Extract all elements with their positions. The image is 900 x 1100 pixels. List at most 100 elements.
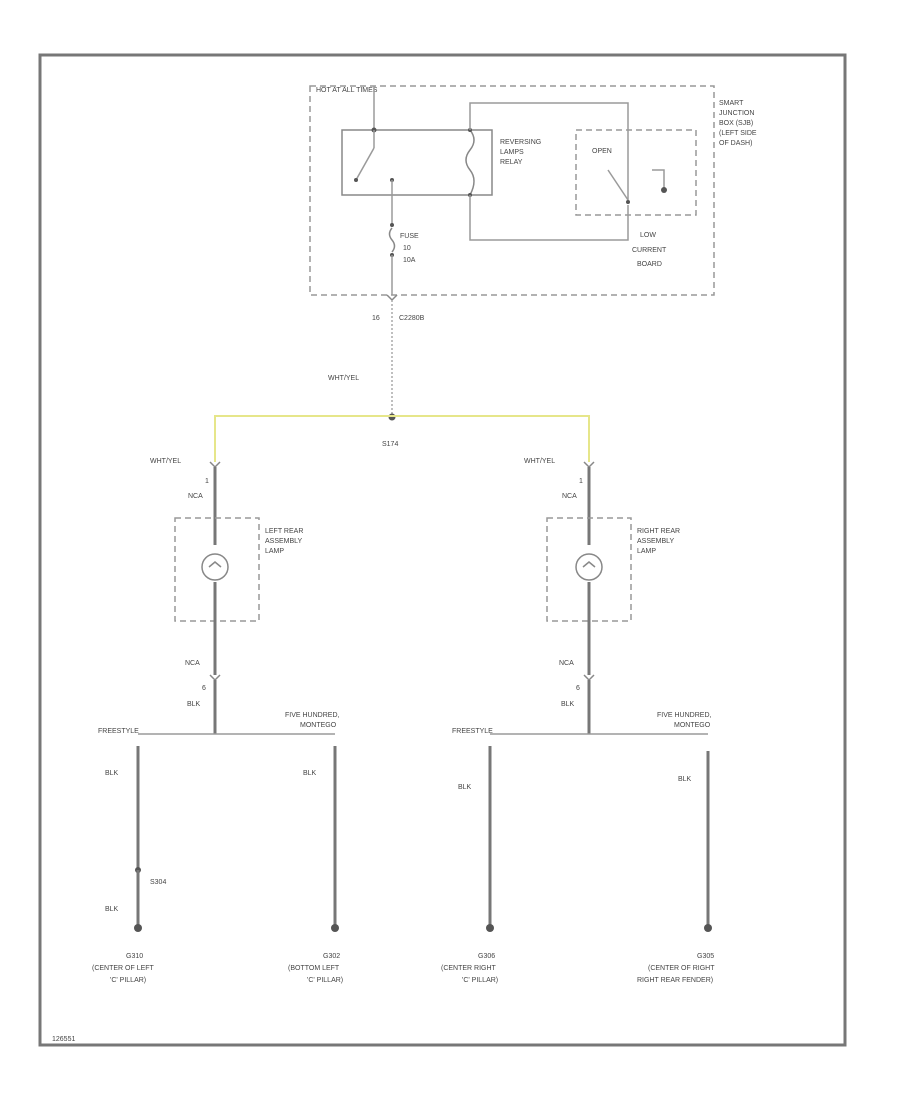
fuse-terminal-top [390,223,394,227]
left-model-a: FREESTYLE [98,728,139,735]
left-connector-out-symbol [209,674,221,682]
right-model-b-2: MONTEGO [674,722,711,729]
connector-id: C2280B [399,315,425,322]
ground-g310-location-2: 'C' PILLAR) [110,977,146,984]
fuse-label-3: 10A [403,257,416,264]
fuse-label-1: FUSE [400,233,419,240]
smart-junction-box: HOT AT ALL TIMES SMART JUNCTION BOX (SJB… [309,85,757,296]
left-connector-in: NCA [188,493,203,500]
left-lamp-branch: WHT/YEL 1 NCA LEFT REAR ASSEMBLY LAMP NC… [98,458,340,735]
right-wire-out-color: BLK [561,701,575,708]
left-connector-out: NCA [185,660,200,667]
sjb-outline [309,85,715,296]
connector-pin: 16 [372,315,380,322]
ground-g305-wire-color: BLK [678,776,692,783]
sjb-name-line-4: (LEFT SIDE [719,130,757,137]
splice-s174-label: S174 [382,441,398,448]
ground-g310-location-1: (CENTER OF LEFT [92,965,155,972]
ground-g306: BLK G306 (CENTER RIGHT 'C' PILLAR) [441,746,498,984]
ground-g306-location-1: (CENTER RIGHT [441,965,497,972]
connector-c2280b: 16 C2280B [372,294,425,322]
coil-wire-bottom [469,195,629,241]
left-bulb-filament [208,561,222,568]
left-lamp-label-3: LAMP [265,548,284,555]
right-connector-in-symbol [583,461,595,469]
ground-g310-icon [134,924,142,932]
splice-s304-label: S304 [150,879,166,886]
ground-g310: BLK S304 BLK G310 (CENTER OF LEFT 'C' PI… [92,746,166,984]
diagram-frame [38,53,847,1047]
left-lamp-label-2: ASSEMBLY [265,538,303,545]
ground-g306-location-2: 'C' PILLAR) [462,977,498,984]
main-feed-wire-color: WHT/YEL [328,375,359,382]
board-label-3: BOARD [637,261,662,268]
relay-label-3: RELAY [500,159,523,166]
board-switch-blade [607,169,629,201]
ground-g302: BLK G302 (BOTTOM LEFT 'C' PILLAR) [288,746,343,984]
sjb-name-line-5: OF DASH) [719,140,752,147]
right-lamp-label-2: ASSEMBLY [637,538,675,545]
low-current-board-inner-label: OPEN [592,148,612,155]
ground-g306-id: G306 [478,953,495,960]
ground-g302-wire-color: BLK [303,770,317,777]
ground-g306-icon [486,924,494,932]
ground-g305: BLK G305 (CENTER OF RIGHT RIGHT REAR FEN… [637,751,715,984]
ground-g302-icon [331,924,339,932]
relay-label-2: LAMPS [500,149,524,156]
relay-coil [465,129,475,196]
fuse-label-2: 10 [403,245,411,252]
ground-g305-location-2: RIGHT REAR FENDER) [637,977,713,984]
board-label-1: LOW [640,232,656,239]
relay-label-1: REVERSING [500,139,541,146]
right-model-a: FREESTYLE [452,728,493,735]
sjb-name-line-1: SMART [719,100,744,107]
left-wire-out-color: BLK [187,701,201,708]
footer-code: 126551 [52,1036,75,1043]
right-bulb-filament [582,561,596,568]
ground-g302-id: G302 [323,953,340,960]
ground-g302-location-2: 'C' PILLAR) [307,977,343,984]
board-control-wire [652,169,665,190]
right-connector-in: NCA [562,493,577,500]
left-pin-in: 1 [205,478,209,485]
ground-g310-wire2-color: BLK [105,906,119,913]
sjb-name-line-3: BOX (SJB) [719,120,753,127]
fuse-element [388,227,396,253]
low-current-board-outline [575,129,697,216]
relay-switch-blade [355,147,375,181]
right-lamp-label-3: LAMP [637,548,656,555]
right-model-b-1: FIVE HUNDRED, [657,712,712,719]
ground-g302-location-1: (BOTTOM LEFT [288,965,340,972]
ground-g310-id: G310 [126,953,143,960]
left-model-b-2: MONTEGO [300,722,337,729]
right-bulb-icon [575,553,603,581]
left-lamp-label-1: LEFT REAR [265,528,303,535]
coil-wire-top [469,102,629,200]
left-pin-out: 6 [202,685,206,692]
board-switch-terminal [626,200,630,204]
branch-wire [214,415,590,462]
left-bulb-icon [201,553,229,581]
left-lamp-outline [174,517,260,622]
ground-g305-location-1: (CENTER OF RIGHT [648,965,715,972]
right-pin-in: 1 [579,478,583,485]
board-control-terminal [661,187,667,193]
right-lamp-label-1: RIGHT REAR [637,528,680,535]
right-connector-out: NCA [559,660,574,667]
ground-g305-icon [704,924,712,932]
ground-g310-wire-color: BLK [105,770,119,777]
board-label-2: CURRENT [632,247,667,254]
left-wire-in-color: WHT/YEL [150,458,181,465]
left-model-b-1: FIVE HUNDRED, [285,712,340,719]
right-wire-in-color: WHT/YEL [524,458,555,465]
right-connector-out-symbol [583,674,595,682]
right-lamp-outline [546,517,632,622]
left-connector-in-symbol [209,461,221,469]
right-pin-out: 6 [576,685,580,692]
relay-contact-left [354,178,358,182]
reversing-lamps-relay-box [341,129,493,196]
hot-at-all-times-label: HOT AT ALL TIMES [316,87,378,94]
ground-g306-wire-color: BLK [458,784,472,791]
ground-g305-id: G305 [697,953,714,960]
